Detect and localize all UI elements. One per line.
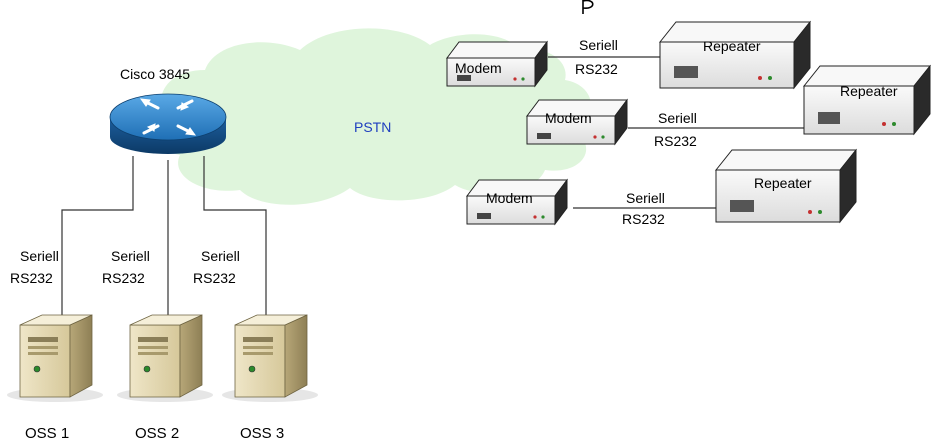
serial-line1: Seriell [626, 190, 665, 206]
server-oss3: OSS 3 [222, 314, 318, 442]
repeater-2: Repeater [802, 64, 932, 136]
link-row-3: Seriell RS232 [573, 190, 722, 227]
server-icon [7, 314, 103, 402]
serial-line2: RS232 [654, 133, 697, 149]
router-cisco-3845: Cisco 3845 [109, 66, 227, 154]
modem-label: Modem [455, 60, 502, 76]
serial-line2: RS232 [10, 270, 53, 286]
link-row-1: Seriell RS232 [548, 37, 668, 77]
modem-icon [526, 98, 628, 146]
server-label: OSS 1 [25, 425, 69, 442]
modem-label: Modem [486, 190, 533, 206]
serial-label-oss1: Seriell RS232 [10, 248, 59, 286]
modem-icon [446, 40, 548, 88]
repeater-icon [658, 20, 812, 90]
serial-line2: RS232 [575, 61, 618, 77]
serial-line1: Seriell [579, 37, 618, 53]
repeater-1: Repeater [658, 20, 812, 90]
repeater-icon [802, 64, 932, 136]
server-label: OSS 2 [135, 425, 179, 442]
modem-icon [466, 178, 568, 226]
router-server-links [61, 156, 267, 315]
link-row-2: Seriell RS232 [628, 110, 820, 149]
server-oss1: OSS 1 [7, 314, 103, 442]
pstn-label: PSTN [354, 119, 391, 135]
serial-line1: Seriell [658, 110, 697, 126]
serial-line2: RS232 [102, 270, 145, 286]
modem-label: Modem [545, 110, 592, 126]
serial-line2: RS232 [622, 211, 665, 227]
router-icon [109, 93, 227, 154]
server-icon [222, 314, 318, 402]
serial-label-oss3: Seriell RS232 [193, 248, 240, 286]
repeater-label: Repeater [703, 38, 761, 54]
repeater-label: Repeater [840, 83, 898, 99]
router-label: Cisco 3845 [120, 66, 190, 82]
serial-line1: Seriell [20, 248, 59, 264]
server-icon [117, 314, 213, 402]
repeater-icon [714, 148, 858, 224]
server-oss2: OSS 2 [117, 314, 213, 442]
serial-line1: Seriell [201, 248, 240, 264]
serial-label-oss2: Seriell RS232 [102, 248, 150, 286]
server-label: OSS 3 [240, 425, 284, 442]
serial-line1: Seriell [111, 248, 150, 264]
modem-1: Modem [446, 40, 548, 88]
repeater-3: Repeater [714, 148, 858, 224]
repeater-label: Repeater [754, 175, 812, 191]
cropped-glyph [582, 0, 594, 14]
modem-2: Modem [526, 98, 628, 146]
serial-line2: RS232 [193, 270, 236, 286]
modem-3: Modem [466, 178, 568, 226]
